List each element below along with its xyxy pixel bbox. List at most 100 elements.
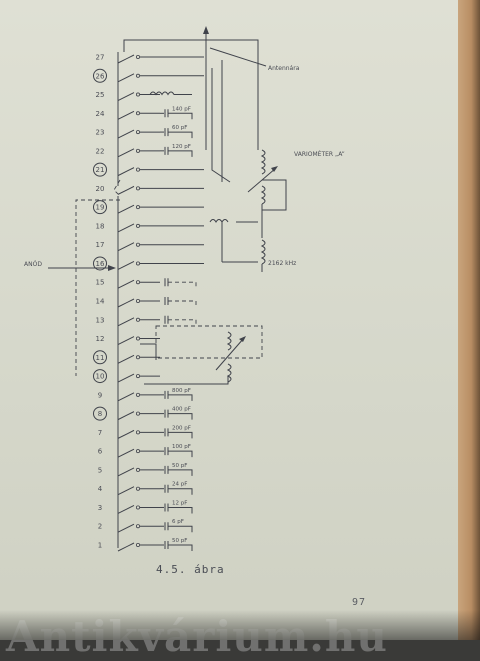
position-number: 18 <box>96 222 105 230</box>
circuit-diagram: Antennára VARIOMÉTER „A” ANÓD 2162 kHz 2… <box>24 26 345 552</box>
variometer-b-coil <box>226 331 232 351</box>
cap-lead-out <box>168 469 193 476</box>
switch-blade <box>117 129 135 139</box>
switch-row-5: 550 pF <box>98 463 193 477</box>
switch-contact <box>135 73 140 78</box>
cap-lead-out <box>168 488 193 495</box>
position-number: 23 <box>96 129 105 137</box>
capacitor-value: 12 pF <box>172 500 187 506</box>
page-number: 97 <box>352 597 367 608</box>
switch-blade <box>117 467 135 477</box>
switch-contact <box>135 449 140 454</box>
capacitor-value: 200 pF <box>172 425 191 431</box>
antenna-branch <box>211 68 231 183</box>
switch-blade <box>117 486 135 496</box>
position-circle <box>93 369 107 384</box>
position-number: 13 <box>96 316 105 324</box>
antenna-leader-line <box>209 47 267 67</box>
fixed-coil <box>260 239 266 265</box>
position-number: 21 <box>96 166 105 174</box>
switch-blade <box>117 185 135 195</box>
switch-contact <box>135 223 140 228</box>
switch-row-4: 424 pF <box>98 482 193 496</box>
top-bus <box>123 39 259 150</box>
position-circle <box>93 350 107 365</box>
position-number: 11 <box>96 354 105 362</box>
switch-contact <box>135 355 140 360</box>
switch-contact <box>135 148 140 153</box>
switch-row-16: 16 <box>93 256 204 271</box>
switch-contact <box>135 392 140 397</box>
switch-row-18: 18 <box>96 222 204 233</box>
position-number: 26 <box>96 72 105 80</box>
switch-contact <box>135 486 140 491</box>
position-number: 25 <box>96 91 105 99</box>
position-number: 7 <box>98 429 102 437</box>
antenna-label: Antennára <box>268 65 300 72</box>
switch-blade <box>117 317 135 327</box>
position-number: 6 <box>98 448 103 456</box>
page-edge <box>458 0 480 640</box>
position-circle <box>93 68 107 83</box>
variometer-coil-lower <box>260 185 266 205</box>
anode-arrow-icon <box>108 265 116 271</box>
switch-contact <box>135 111 140 116</box>
switch-contact <box>135 467 140 472</box>
switch-blade <box>117 523 135 533</box>
position-number: 2 <box>98 523 102 531</box>
position-circle <box>93 200 107 215</box>
row10-link <box>144 376 229 385</box>
position-number: 24 <box>96 110 105 118</box>
switch-blade <box>117 542 135 552</box>
cap-lead-out <box>168 525 193 533</box>
switch-blade <box>117 411 135 421</box>
position-number: 4 <box>98 485 103 493</box>
position-circle <box>93 162 107 177</box>
coil-symbol <box>149 91 192 96</box>
cap-lead-out <box>168 413 193 420</box>
switch-contact <box>135 317 140 322</box>
switch-blade <box>117 261 135 270</box>
switch-row-27: 27 <box>96 54 204 64</box>
switch-row-1: 150 pF <box>98 538 193 552</box>
position-number: 15 <box>96 279 105 287</box>
switch-row-3: 312 pF <box>98 500 193 514</box>
switch-contact <box>135 280 140 285</box>
switch-blade <box>117 110 135 120</box>
cap-lead-dashed <box>168 319 197 326</box>
switch-row-13: 13 <box>96 315 197 327</box>
capacitor-value: 800 pF <box>172 388 191 394</box>
switch-blade <box>117 223 135 233</box>
switch-row-12: 12 <box>96 335 160 345</box>
capacitor-value: 120 pF <box>172 144 191 150</box>
switch-contact <box>135 261 140 266</box>
switch-blade <box>117 242 135 252</box>
switch-row-11: 11 <box>93 350 160 365</box>
switch-contact <box>135 92 140 97</box>
switch-contact <box>135 167 140 172</box>
switch-contact <box>135 411 140 416</box>
row18-coil <box>209 219 229 223</box>
switch-row-7: 7 200 pF <box>98 425 193 439</box>
switch-contact <box>135 130 140 135</box>
switch-blade <box>117 448 135 458</box>
antenna-arrow-icon <box>203 26 209 34</box>
position-number: 10 <box>96 373 105 381</box>
switch-blade <box>117 354 135 364</box>
switch-contact <box>135 336 140 341</box>
switch-blade <box>117 429 135 439</box>
variometer-b-coil-lower <box>226 363 232 383</box>
switch-row-14: 14 <box>96 297 197 308</box>
cap-lead-out <box>168 450 193 458</box>
switch-row-19: 19 <box>93 200 204 215</box>
switch-blade <box>117 373 135 383</box>
switch-row-22: 22 120 pF <box>96 144 193 158</box>
switch-contact <box>135 374 140 379</box>
position-number: 5 <box>98 466 102 474</box>
switch-contact <box>135 55 140 60</box>
capacitor-value: 60 pF <box>172 125 187 131</box>
position-number: 22 <box>96 147 105 155</box>
